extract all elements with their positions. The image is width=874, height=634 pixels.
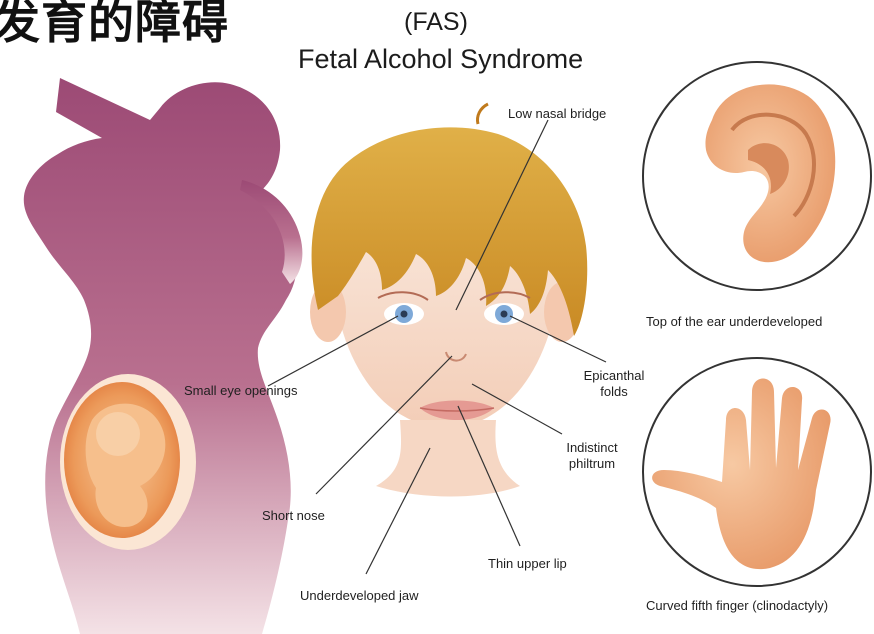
child-face-illustration bbox=[310, 104, 587, 497]
page-title: Fetal Alcohol Syndrome bbox=[298, 44, 583, 75]
pregnant-woman-silhouette bbox=[24, 78, 303, 634]
label-epicanthal-folds: Epicanthal folds bbox=[574, 368, 654, 400]
label-epicanthal-line2: folds bbox=[574, 384, 654, 400]
fetus-illustration bbox=[60, 374, 196, 550]
label-small-eye-openings: Small eye openings bbox=[184, 383, 297, 399]
label-underdeveloped-jaw: Underdeveloped jaw bbox=[300, 588, 419, 604]
ear-illustration bbox=[643, 62, 871, 290]
label-indistinct-philtrum: Indistinct philtrum bbox=[552, 440, 632, 472]
hand-illustration bbox=[643, 358, 871, 586]
label-short-nose: Short nose bbox=[262, 508, 325, 524]
label-curved-fifth-finger: Curved fifth finger (clinodactyly) bbox=[646, 598, 828, 614]
label-philtrum-line1: Indistinct bbox=[552, 440, 632, 456]
label-philtrum-line2: philtrum bbox=[552, 456, 632, 472]
label-thin-upper-lip: Thin upper lip bbox=[488, 556, 567, 572]
label-epicanthal-line1: Epicanthal bbox=[574, 368, 654, 384]
label-low-nasal-bridge: Low nasal bridge bbox=[508, 106, 606, 122]
cjk-heading: 发育的障碍 bbox=[0, 0, 229, 52]
fas-abbreviation: (FAS) bbox=[404, 8, 468, 37]
label-ear-underdeveloped: Top of the ear underdeveloped bbox=[646, 314, 822, 330]
